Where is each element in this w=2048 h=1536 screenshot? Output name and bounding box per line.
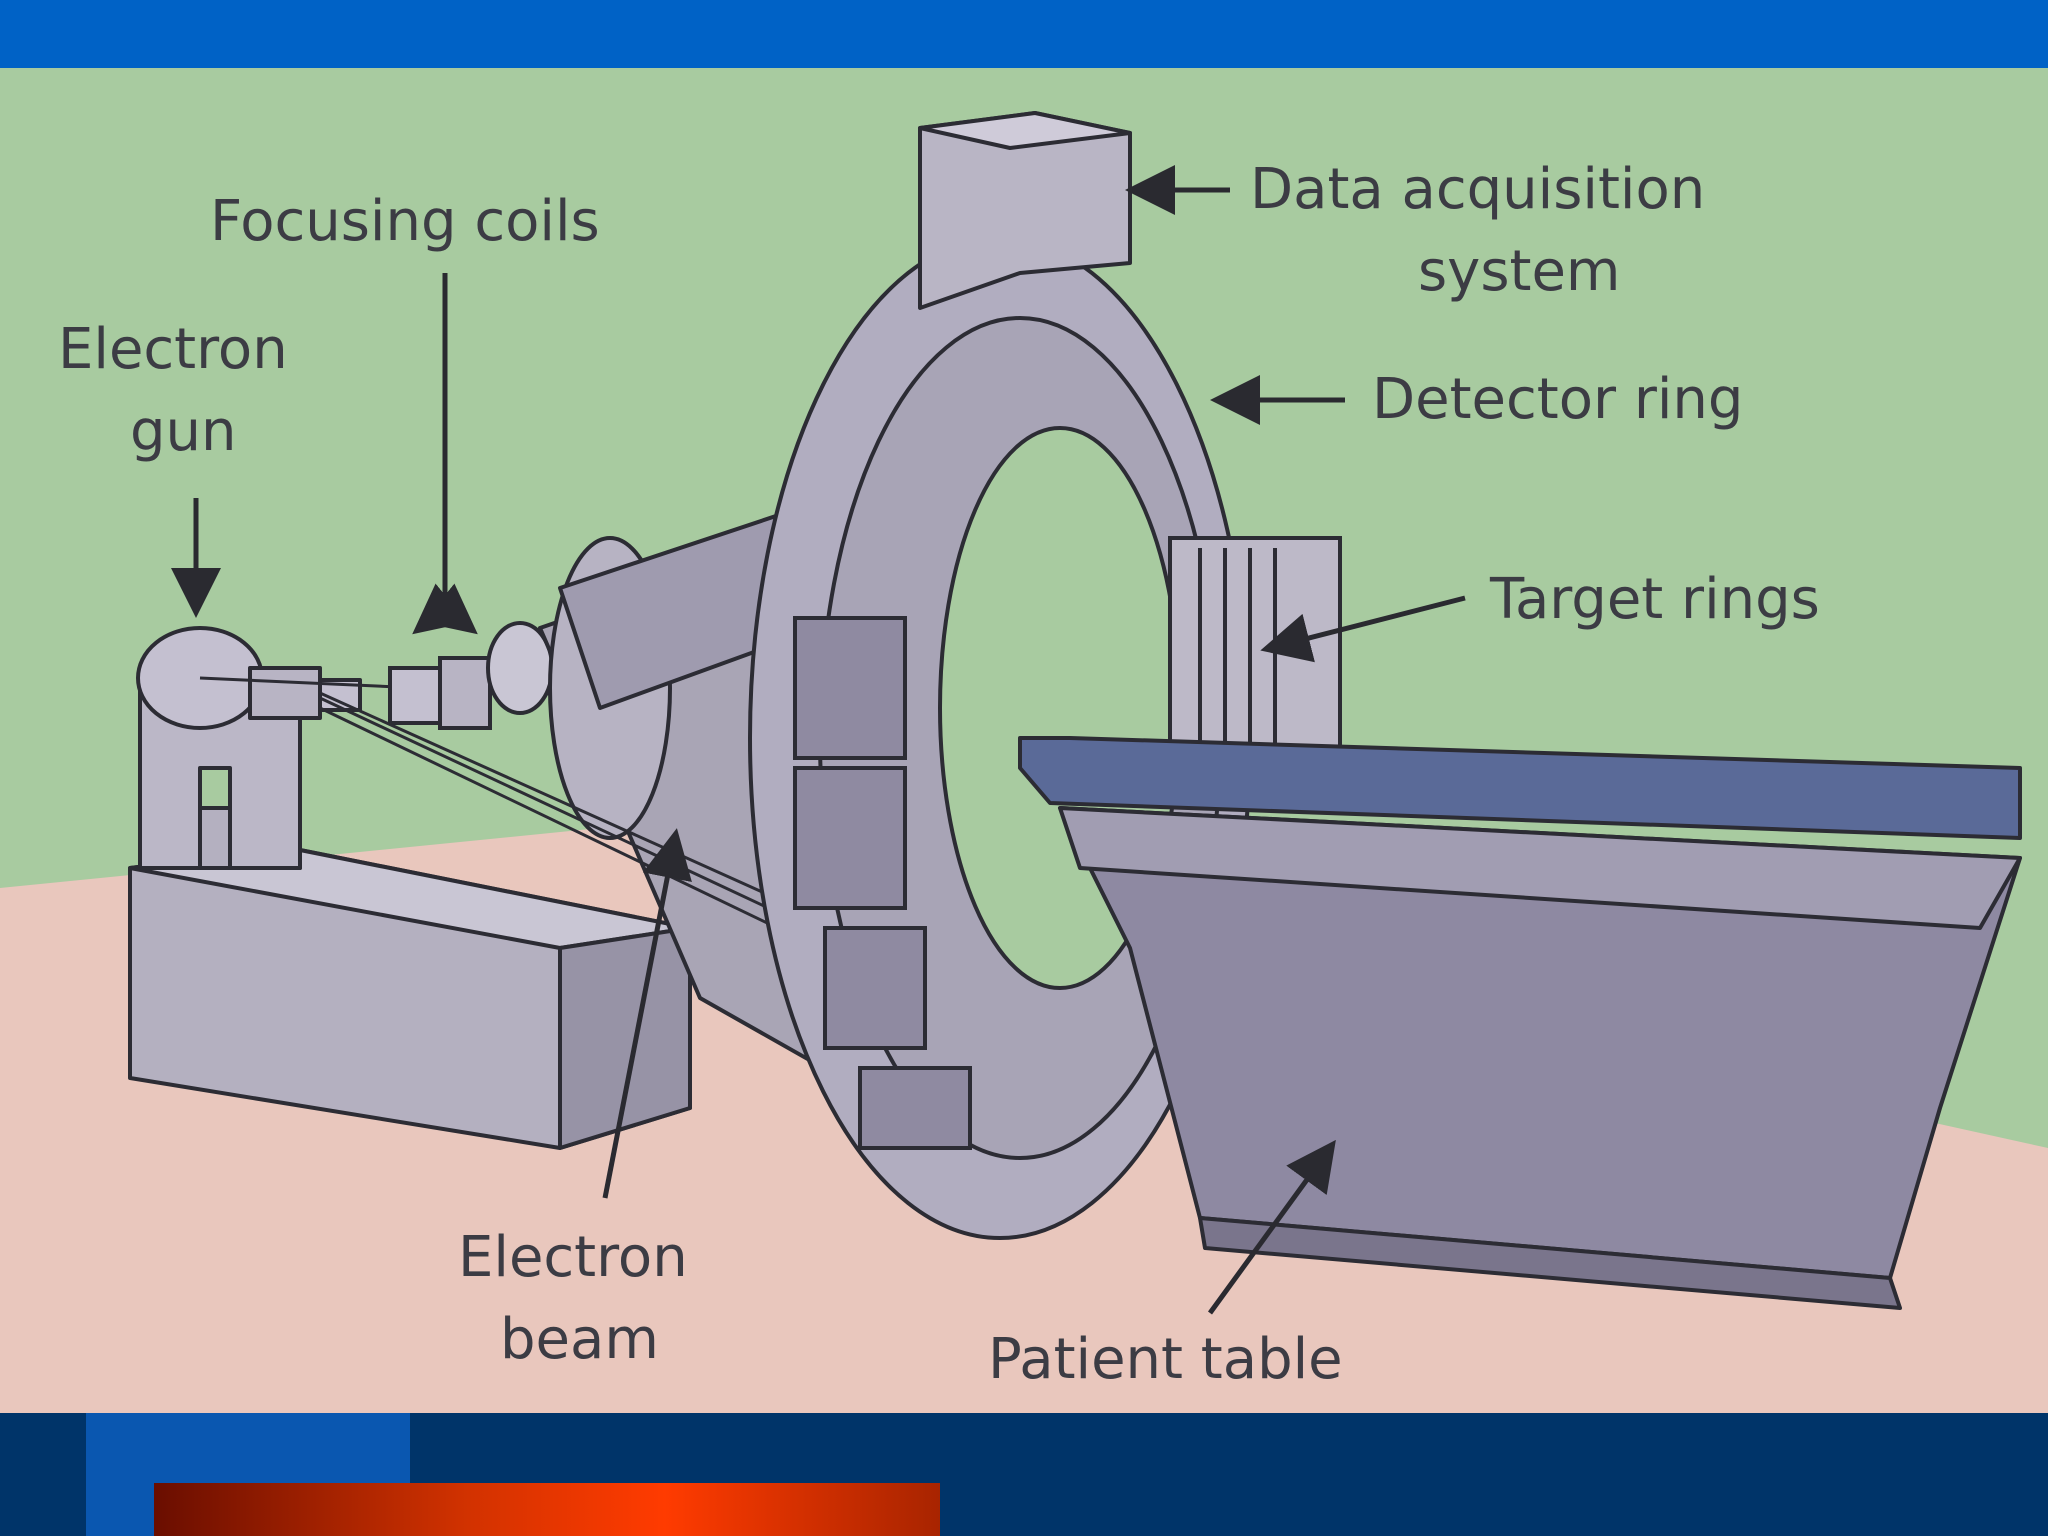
- label-electron-beam-line1: Electron: [458, 1225, 688, 1290]
- data-acquisition-box: [918, 111, 1132, 310]
- diagram-labels: Focusing coils Electron gun Data acquisi…: [58, 157, 1820, 1392]
- focusing-coils: [388, 621, 554, 730]
- footer-bar: [0, 1413, 2048, 1536]
- label-electron-gun-line1: Electron: [58, 317, 288, 382]
- label-electron-beam-line2: beam: [500, 1307, 659, 1372]
- footer-accent-bar: [154, 1483, 940, 1536]
- label-focusing-coils: Focusing coils: [210, 189, 600, 254]
- label-electron-gun-line2: gun: [130, 399, 237, 464]
- ebct-scanner-diagram: Focusing coils Electron gun Data acquisi…: [0, 68, 2048, 1413]
- label-target-rings: Target rings: [1489, 567, 1820, 632]
- footer-stripe-dark: [0, 1413, 86, 1536]
- top-title-bar: [0, 0, 2048, 68]
- label-detector-ring: Detector ring: [1372, 367, 1743, 432]
- leader-lines: [171, 165, 1466, 1315]
- electron-gun: [128, 626, 692, 1150]
- label-data-acquisition-line1: Data acquisition: [1250, 157, 1705, 222]
- label-data-acquisition-line2: system: [1418, 239, 1620, 304]
- label-patient-table: Patient table: [988, 1327, 1343, 1392]
